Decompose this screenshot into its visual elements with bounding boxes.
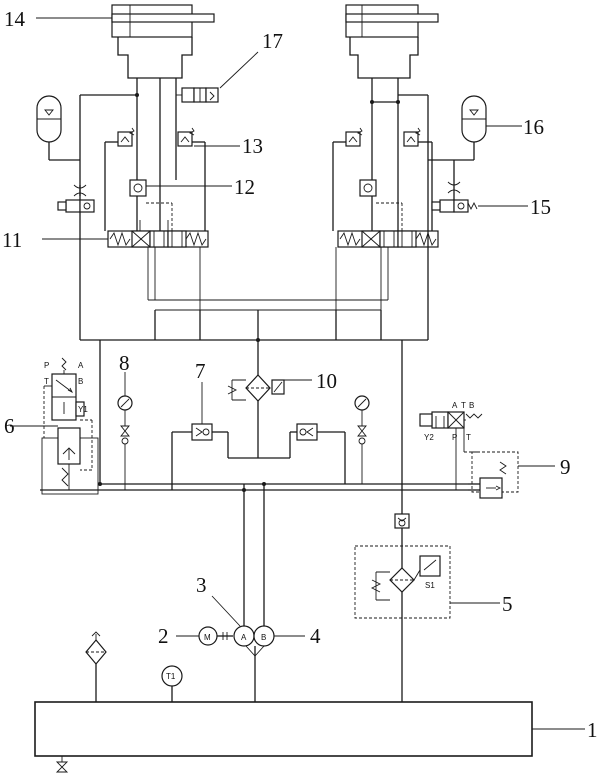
solenoid-valve-left bbox=[57, 199, 95, 213]
callout-2: 2 bbox=[158, 624, 169, 648]
pump-b-label: B bbox=[261, 633, 266, 642]
throttle-valve-right-icon bbox=[447, 160, 461, 200]
cylinder-right bbox=[345, 4, 439, 79]
callout-6: 6 bbox=[4, 414, 15, 438]
valve6-p-label: P bbox=[44, 361, 49, 370]
callout-11: 11 bbox=[2, 228, 22, 252]
callout-10: 10 bbox=[316, 369, 337, 393]
air-breather-icon bbox=[85, 631, 107, 702]
valve9-t2-label: T bbox=[466, 433, 471, 442]
valve6-coil-label: Y1 bbox=[78, 405, 88, 414]
pressure-gauge-right-icon bbox=[354, 395, 370, 484]
pump-a-label: A bbox=[241, 633, 247, 642]
cylinder-left bbox=[111, 4, 215, 79]
pilot-check-valve-left bbox=[129, 179, 173, 231]
callout-3: 3 bbox=[196, 573, 207, 597]
drain-valve-icon bbox=[55, 756, 69, 773]
valve9-a-label: A bbox=[452, 401, 458, 410]
motor-icon bbox=[198, 626, 233, 646]
callout-1: 1 bbox=[587, 718, 598, 742]
relief-valve-right-a bbox=[345, 127, 363, 147]
callout-9: 9 bbox=[560, 455, 571, 479]
accumulator-left-icon bbox=[36, 95, 80, 161]
solenoid-valve-9 bbox=[419, 411, 483, 490]
callout-13: 13 bbox=[242, 134, 263, 158]
callout-7: 7 bbox=[195, 359, 206, 383]
throttle-valve-left-icon bbox=[73, 184, 87, 197]
pilot-check-valve-right bbox=[359, 179, 403, 231]
valve9-coil-label: Y2 bbox=[424, 433, 434, 442]
thermometer-icon bbox=[161, 665, 183, 702]
leader-line-3 bbox=[211, 595, 241, 627]
check-valve-right-icon bbox=[296, 423, 318, 441]
callout-16: 16 bbox=[523, 115, 544, 139]
accumulator-right-icon bbox=[428, 95, 487, 161]
callout-14: 14 bbox=[4, 7, 26, 31]
callout-4: 4 bbox=[310, 624, 321, 648]
thermometer-label: T1 bbox=[166, 672, 176, 681]
pressure-filter-assembly bbox=[227, 340, 285, 408]
callout-12: 12 bbox=[234, 175, 255, 199]
callout-5: 5 bbox=[502, 592, 513, 616]
oil-tank bbox=[34, 701, 533, 757]
filter-switch-icon bbox=[419, 555, 441, 577]
return-check-valve-icon bbox=[394, 513, 410, 529]
filter-switch-label: S1 bbox=[425, 581, 435, 590]
motor-label: M bbox=[204, 633, 211, 642]
valve9-b-label: B bbox=[469, 401, 474, 410]
leader-line-17 bbox=[219, 51, 259, 89]
relief-valve-right-b bbox=[403, 127, 421, 147]
solenoid-valve-15 bbox=[431, 199, 478, 213]
valve9-p-label: P bbox=[452, 433, 457, 442]
valve9-t-label: T bbox=[461, 401, 466, 410]
relief-valve-left-a bbox=[117, 127, 135, 147]
valve6-b-label: B bbox=[78, 377, 83, 386]
relief-valve-left-b bbox=[177, 127, 195, 147]
return-filter-assembly bbox=[354, 545, 451, 702]
pressure-gauge-left-icon bbox=[117, 395, 133, 490]
directional-valve-right bbox=[335, 230, 439, 310]
unloading-valve-assembly bbox=[41, 357, 100, 495]
solenoid-valve-17 bbox=[176, 87, 219, 103]
valve6-t-label: T bbox=[44, 377, 49, 386]
relief-valve-9 bbox=[464, 451, 519, 499]
callout-15: 15 bbox=[530, 195, 551, 219]
check-valve-left-icon bbox=[191, 423, 213, 441]
callout-8: 8 bbox=[119, 351, 130, 375]
directional-valve-left bbox=[107, 220, 209, 310]
valve6-a-label: A bbox=[78, 361, 84, 370]
callout-17: 17 bbox=[262, 29, 283, 53]
